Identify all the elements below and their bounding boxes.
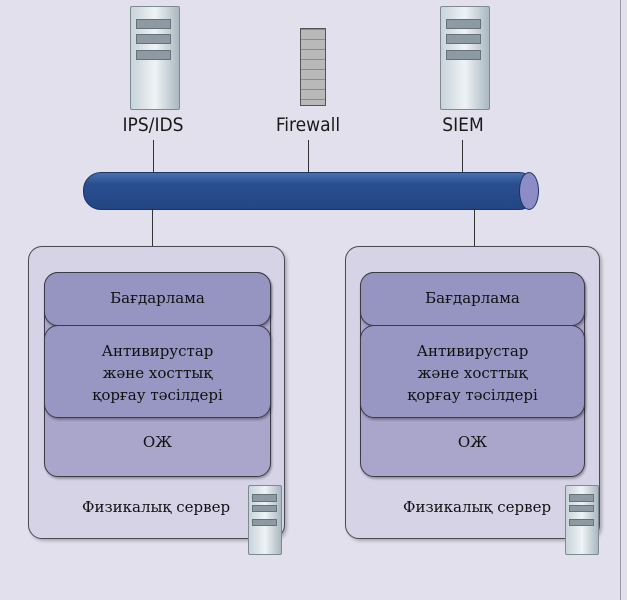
application-label: Бағдарлама bbox=[110, 289, 205, 307]
protection-line: Антивирустар bbox=[416, 342, 529, 360]
application-label: Бағдарлама bbox=[425, 289, 520, 307]
protection-line: және хосттық bbox=[102, 364, 213, 382]
firewall-label: Firewall bbox=[275, 114, 341, 136]
protection-line: Антивирустар bbox=[101, 342, 214, 360]
network-bus bbox=[83, 172, 537, 210]
connector-line bbox=[152, 208, 153, 246]
physical-server-label: Физикалық сервер bbox=[82, 498, 231, 516]
os-label: ОЖ bbox=[142, 433, 173, 451]
ips-ids-label: IPS/IDS bbox=[122, 114, 184, 136]
frame-edge bbox=[620, 0, 621, 600]
network-bus-end bbox=[519, 172, 539, 210]
connector-line bbox=[153, 140, 154, 172]
application-layer: Бағдарлама bbox=[44, 272, 271, 326]
protection-layer: Антивирустар және хосттық қорғау тәсілде… bbox=[360, 325, 585, 418]
physical-server-label: Физикалық сервер bbox=[403, 498, 552, 516]
protection-line: қорғау тәсілдері bbox=[407, 386, 538, 404]
connector-line bbox=[308, 140, 309, 172]
siem-server-icon bbox=[440, 6, 490, 110]
protection-line: және хосттық bbox=[417, 364, 528, 382]
application-layer: Бағдарлама bbox=[360, 272, 585, 326]
siem-label: SIEM bbox=[442, 114, 484, 136]
firewall-icon bbox=[300, 28, 326, 106]
os-label: ОЖ bbox=[457, 433, 488, 451]
server-icon bbox=[565, 485, 599, 555]
connector-line bbox=[462, 140, 463, 172]
server-icon bbox=[248, 485, 282, 555]
connector-line bbox=[474, 208, 475, 246]
protection-line: қорғау тәсілдері bbox=[92, 386, 223, 404]
protection-layer: Антивирустар және хосттық қорғау тәсілде… bbox=[44, 325, 271, 418]
ips-ids-server-icon bbox=[130, 6, 180, 110]
